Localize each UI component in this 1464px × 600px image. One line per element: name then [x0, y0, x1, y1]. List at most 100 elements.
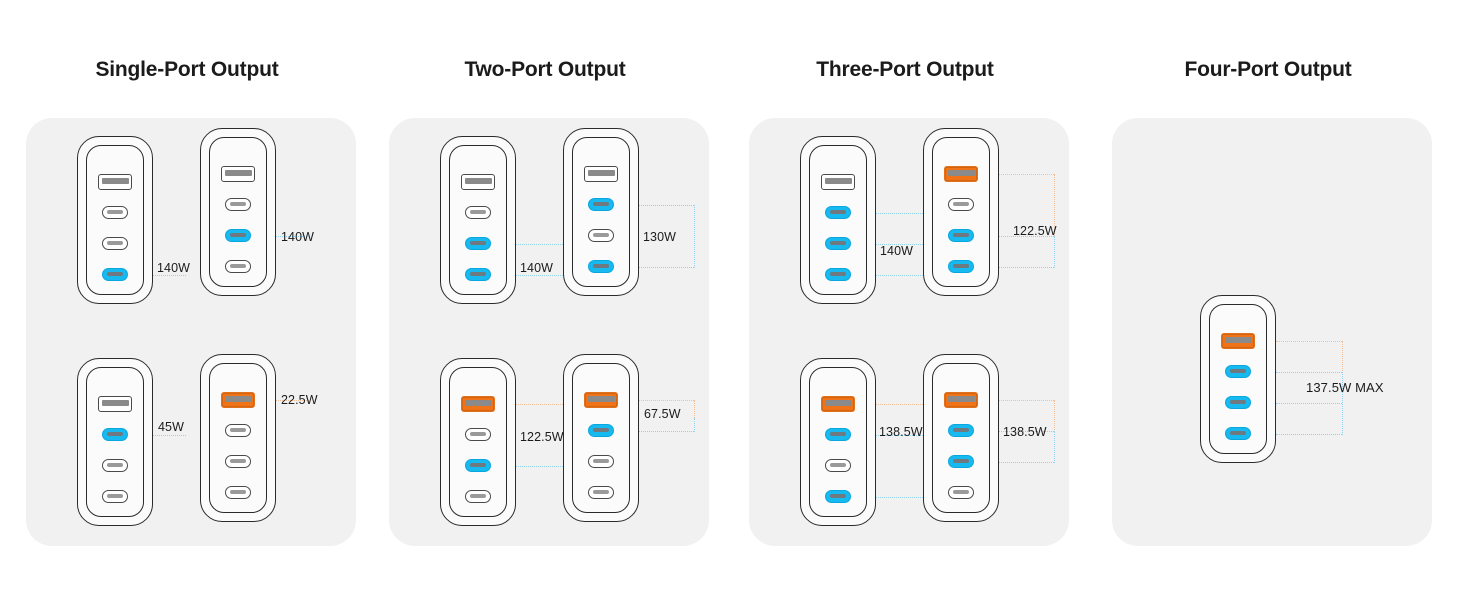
port-usb-c-2[interactable] — [225, 229, 251, 242]
port-usb-c-3[interactable] — [225, 486, 251, 499]
charger-thp-4[interactable] — [923, 354, 999, 522]
port-usb-c-3[interactable] — [825, 268, 851, 281]
port-contact-bar — [470, 241, 486, 245]
port-usb-a[interactable] — [584, 392, 618, 408]
port-usb-c-1[interactable] — [588, 198, 614, 211]
port-usb-a[interactable] — [221, 392, 255, 408]
callout-line-tp-4-blue — [639, 354, 699, 529]
port-usb-c-1[interactable] — [465, 428, 491, 441]
charger-sp-2[interactable] — [200, 128, 276, 296]
charger-tp-2[interactable] — [563, 128, 639, 296]
wattage-label-sp-4: 22.5W — [281, 393, 318, 407]
port-usb-c-3[interactable] — [102, 490, 128, 503]
port-usb-c-3[interactable] — [225, 260, 251, 273]
port-usb-c-3[interactable] — [588, 486, 614, 499]
port-contact-bar — [224, 396, 252, 402]
wattage-label-thp-2: 122.5W — [1013, 224, 1057, 238]
port-usb-a[interactable] — [98, 174, 132, 190]
port-usb-c-2[interactable] — [465, 459, 491, 472]
port-usb-a[interactable] — [461, 174, 495, 190]
port-usb-a[interactable] — [1221, 333, 1255, 349]
port-usb-c-1[interactable] — [825, 206, 851, 219]
port-usb-c-1[interactable] — [102, 428, 128, 441]
charger-sp-4[interactable] — [200, 354, 276, 522]
charger-fp-1[interactable] — [1200, 295, 1276, 463]
wattage-label-thp-1: 140W — [880, 244, 914, 258]
wattage-label-thp-3: 138.5W — [879, 425, 923, 439]
charger-thp-2[interactable] — [923, 128, 999, 296]
port-usb-c-3[interactable] — [948, 486, 974, 499]
port-contact-bar — [107, 210, 123, 214]
port-usb-a[interactable] — [461, 396, 495, 412]
port-usb-c-2[interactable] — [588, 455, 614, 468]
port-usb-c-2[interactable] — [825, 459, 851, 472]
port-contact-bar — [953, 459, 969, 463]
port-usb-a[interactable] — [821, 174, 855, 190]
port-usb-a[interactable] — [221, 166, 255, 182]
port-usb-c-1[interactable] — [1225, 365, 1251, 378]
charger-sp-1[interactable] — [77, 136, 153, 304]
callout-line-thp-2-blue — [999, 128, 1059, 303]
port-usb-c-3[interactable] — [1225, 427, 1251, 440]
port-usb-c-2[interactable] — [465, 237, 491, 250]
port-usb-c-1[interactable] — [102, 206, 128, 219]
port-contact-bar — [953, 202, 969, 206]
port-usb-c-3[interactable] — [588, 260, 614, 273]
port-usb-c-2[interactable] — [948, 229, 974, 242]
panel-title-four-port: Four-Port Output — [1184, 58, 1352, 81]
callout-line-sp-2 — [276, 128, 312, 296]
port-contact-bar — [230, 428, 246, 432]
port-usb-c-2[interactable] — [825, 237, 851, 250]
charger-tp-4[interactable] — [563, 354, 639, 522]
port-usb-c-3[interactable] — [102, 268, 128, 281]
port-contact-bar — [953, 490, 969, 494]
port-usb-c-2[interactable] — [102, 237, 128, 250]
callout-line-fp-1-orange — [1276, 295, 1346, 470]
port-usb-c-1[interactable] — [948, 198, 974, 211]
port-usb-a[interactable] — [584, 166, 618, 182]
port-usb-a[interactable] — [821, 396, 855, 412]
port-contact-bar — [593, 202, 609, 206]
charger-tp-3[interactable] — [440, 358, 516, 526]
port-usb-a[interactable] — [944, 166, 978, 182]
port-usb-c-1[interactable] — [225, 424, 251, 437]
port-contact-bar — [824, 178, 852, 184]
port-usb-a[interactable] — [98, 396, 132, 412]
port-usb-a[interactable] — [944, 392, 978, 408]
callout-line-thp-4-orange — [999, 354, 1059, 529]
port-usb-c-1[interactable] — [465, 206, 491, 219]
port-usb-c-2[interactable] — [225, 455, 251, 468]
port-contact-bar — [464, 178, 492, 184]
charger-thp-3[interactable] — [800, 358, 876, 526]
panel-three-port: Three-Port Output 140W — [745, 58, 1069, 548]
port-usb-c-1[interactable] — [948, 424, 974, 437]
port-contact-bar — [470, 463, 486, 467]
port-contact-bar — [464, 400, 492, 406]
port-usb-c-1[interactable] — [825, 428, 851, 441]
port-usb-c-2[interactable] — [102, 459, 128, 472]
port-contact-bar — [470, 494, 486, 498]
port-usb-c-2[interactable] — [588, 229, 614, 242]
charger-thp-1[interactable] — [800, 136, 876, 304]
port-usb-c-3[interactable] — [465, 268, 491, 281]
port-contact-bar — [587, 396, 615, 402]
port-contact-bar — [1224, 337, 1252, 343]
port-usb-c-3[interactable] — [948, 260, 974, 273]
port-usb-c-1[interactable] — [225, 198, 251, 211]
port-usb-c-2[interactable] — [948, 455, 974, 468]
port-usb-c-1[interactable] — [588, 424, 614, 437]
panel-title-two-port: Two-Port Output — [464, 58, 626, 81]
port-usb-c-3[interactable] — [825, 490, 851, 503]
charger-tp-1[interactable] — [440, 136, 516, 304]
port-contact-bar — [101, 400, 129, 406]
port-contact-bar — [230, 264, 246, 268]
port-contact-bar — [1230, 369, 1246, 373]
port-contact-bar — [470, 210, 486, 214]
port-usb-c-2[interactable] — [1225, 396, 1251, 409]
port-contact-bar — [947, 396, 975, 402]
port-contact-bar — [593, 264, 609, 268]
port-contact-bar — [107, 241, 123, 245]
charger-sp-3[interactable] — [77, 358, 153, 526]
port-usb-c-3[interactable] — [465, 490, 491, 503]
